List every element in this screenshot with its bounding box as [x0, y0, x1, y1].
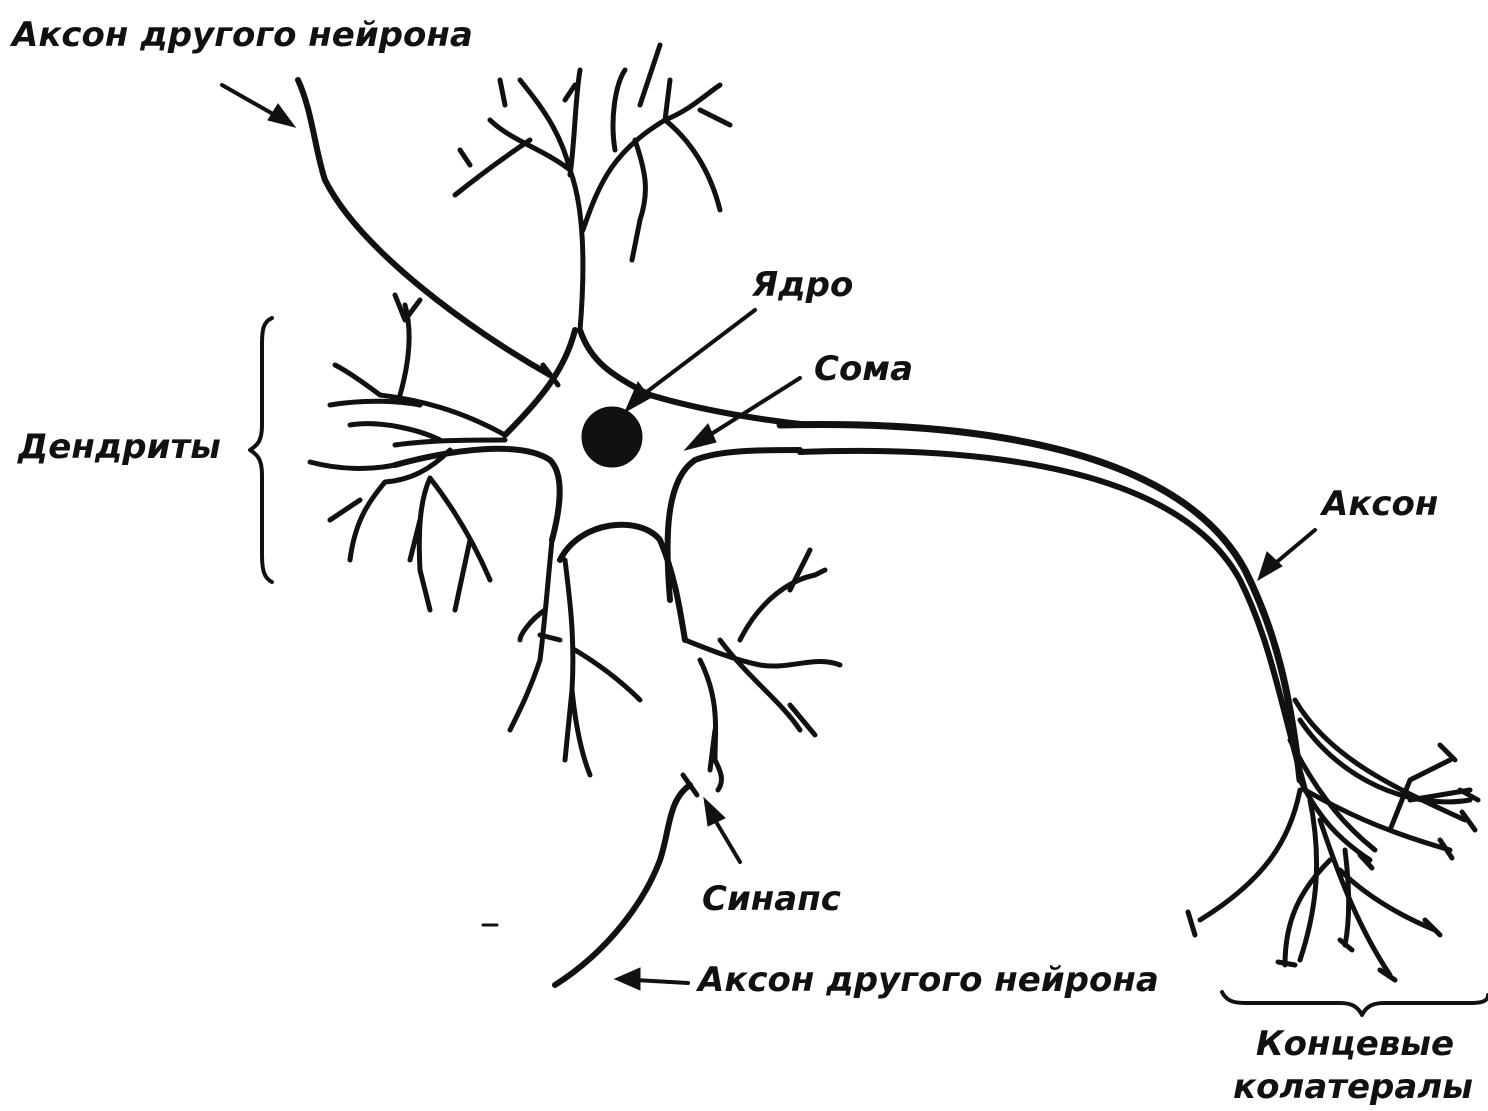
label-soma: Сома — [814, 352, 913, 386]
other-axon-top — [298, 80, 550, 375]
arrow-nucleus — [625, 310, 755, 412]
other-axon-bottom — [555, 785, 690, 985]
label-other-axon-bottom: Аксон другого нейрона — [698, 963, 1159, 997]
label-terminals-line2: колатералы — [1222, 1070, 1484, 1104]
label-synapse: Синапс — [702, 882, 841, 916]
terminals-bracket — [1222, 992, 1488, 1015]
nucleus-shape — [582, 407, 642, 467]
dendrites-top — [455, 45, 730, 330]
arrow-axon — [1258, 530, 1315, 580]
dendrites-bottom-right — [685, 550, 840, 790]
label-other-axon-top: Аксон другого нейрона — [12, 18, 473, 52]
dendrites-bottom-left — [510, 540, 640, 775]
terminal-collaterals — [1200, 700, 1470, 975]
label-terminals-line1: Концевые — [1250, 1027, 1460, 1061]
arrow-synapse — [704, 798, 740, 862]
label-axon: Аксон — [1322, 487, 1438, 521]
axon-main — [780, 424, 1300, 780]
axon-inner — [800, 451, 1305, 790]
arrow-other-axon-top — [222, 85, 295, 127]
arrow-soma — [685, 378, 800, 450]
arrow-other-axon-bottom — [615, 968, 688, 990]
label-nucleus: Ядро — [752, 268, 853, 302]
label-dendrites: Дендриты — [18, 430, 221, 464]
dendrites-bracket — [250, 318, 272, 582]
